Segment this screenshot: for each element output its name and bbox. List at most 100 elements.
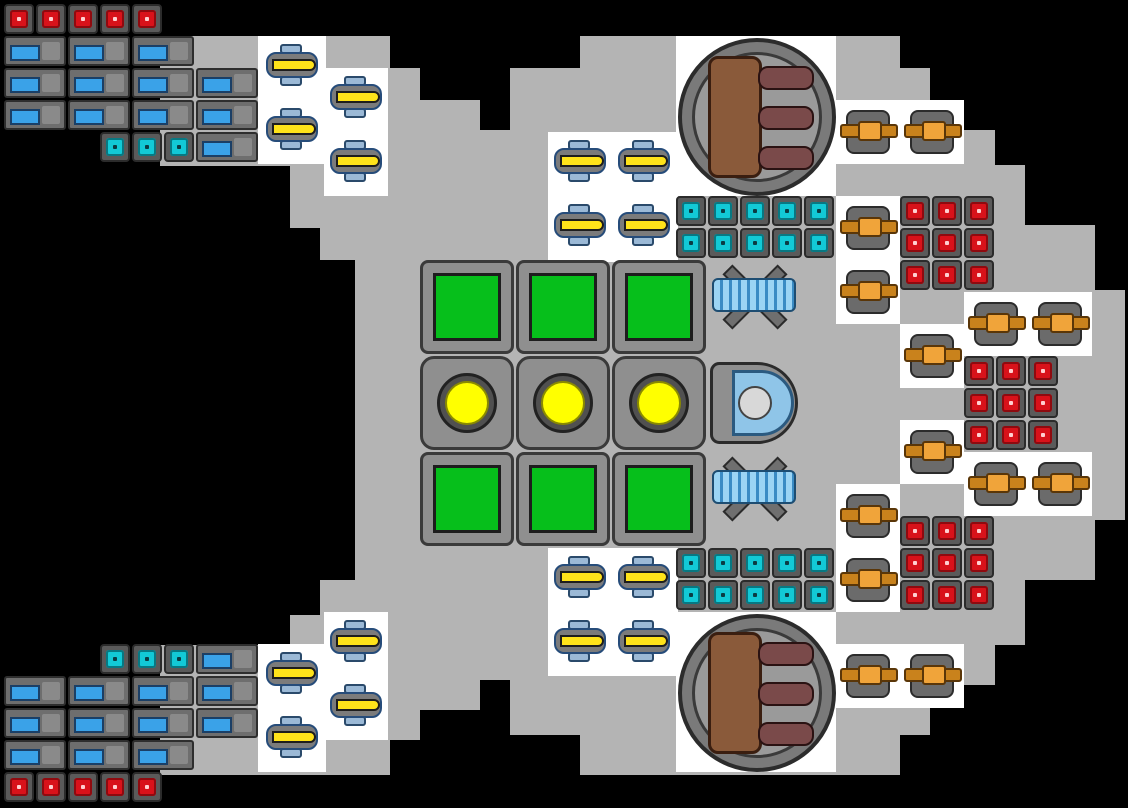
red-ammo-icon[interactable] (964, 228, 994, 258)
red-ammo-icon[interactable] (932, 580, 962, 610)
battery-icon[interactable] (196, 68, 258, 98)
red-ammo-icon[interactable] (4, 4, 34, 34)
cannon-icon[interactable] (838, 200, 898, 256)
missile-launcher-icon[interactable] (550, 616, 610, 666)
red-ammo-icon[interactable] (900, 548, 930, 578)
red-ammo-icon[interactable] (900, 228, 930, 258)
red-ammo-icon[interactable] (36, 4, 66, 34)
battery-icon[interactable] (4, 36, 66, 66)
battery-icon[interactable] (4, 708, 66, 738)
drive-icon[interactable] (708, 456, 802, 522)
generator-icon[interactable] (612, 452, 706, 546)
cyan-ammo-icon[interactable] (676, 580, 706, 610)
red-ammo-icon[interactable] (964, 548, 994, 578)
cyan-ammo-icon[interactable] (740, 548, 770, 578)
cyan-ammo-icon[interactable] (740, 228, 770, 258)
cyan-ammo-icon[interactable] (772, 228, 802, 258)
cannon-icon[interactable] (1030, 456, 1090, 512)
red-ammo-icon[interactable] (132, 4, 162, 34)
generator-icon[interactable] (516, 452, 610, 546)
red-ammo-icon[interactable] (100, 4, 130, 34)
battery-icon[interactable] (68, 708, 130, 738)
cyan-ammo-icon[interactable] (740, 580, 770, 610)
red-ammo-icon[interactable] (932, 196, 962, 226)
red-ammo-icon[interactable] (964, 420, 994, 450)
cockpit-icon[interactable] (708, 356, 802, 450)
cyan-ammo-icon[interactable] (740, 196, 770, 226)
generator-icon[interactable] (612, 260, 706, 354)
battery-icon[interactable] (196, 644, 258, 674)
cyan-ammo-icon[interactable] (132, 644, 162, 674)
cyan-ammo-icon[interactable] (100, 132, 130, 162)
red-ammo-icon[interactable] (932, 260, 962, 290)
cyan-ammo-icon[interactable] (804, 196, 834, 226)
missile-launcher-icon[interactable] (326, 136, 386, 186)
cyan-ammo-icon[interactable] (676, 548, 706, 578)
red-ammo-icon[interactable] (932, 228, 962, 258)
red-ammo-icon[interactable] (996, 356, 1026, 386)
red-ammo-icon[interactable] (996, 388, 1026, 418)
turret-icon[interactable] (678, 614, 836, 772)
cannon-icon[interactable] (838, 104, 898, 160)
red-ammo-icon[interactable] (100, 772, 130, 802)
drive-icon[interactable] (708, 264, 802, 330)
cyan-ammo-icon[interactable] (708, 580, 738, 610)
battery-icon[interactable] (196, 100, 258, 130)
missile-launcher-icon[interactable] (262, 40, 322, 90)
cyan-ammo-icon[interactable] (772, 196, 802, 226)
battery-icon[interactable] (4, 740, 66, 770)
missile-launcher-icon[interactable] (614, 616, 674, 666)
battery-icon[interactable] (68, 740, 130, 770)
red-ammo-icon[interactable] (1028, 356, 1058, 386)
cannon-icon[interactable] (902, 328, 962, 384)
cyan-ammo-icon[interactable] (804, 580, 834, 610)
battery-icon[interactable] (132, 708, 194, 738)
battery-icon[interactable] (132, 100, 194, 130)
battery-icon[interactable] (68, 100, 130, 130)
battery-icon[interactable] (4, 676, 66, 706)
cyan-ammo-icon[interactable] (100, 644, 130, 674)
missile-launcher-icon[interactable] (614, 136, 674, 186)
cyan-ammo-icon[interactable] (708, 548, 738, 578)
generator-icon[interactable] (420, 452, 514, 546)
cannon-icon[interactable] (902, 648, 962, 704)
cannon-icon[interactable] (838, 648, 898, 704)
cannon-icon[interactable] (838, 488, 898, 544)
cyan-ammo-icon[interactable] (164, 644, 194, 674)
red-ammo-icon[interactable] (964, 580, 994, 610)
battery-icon[interactable] (132, 676, 194, 706)
red-ammo-icon[interactable] (932, 548, 962, 578)
red-ammo-icon[interactable] (900, 260, 930, 290)
red-ammo-icon[interactable] (932, 516, 962, 546)
battery-icon[interactable] (68, 68, 130, 98)
red-ammo-icon[interactable] (1028, 420, 1058, 450)
cannon-icon[interactable] (902, 424, 962, 480)
cannon-icon[interactable] (966, 456, 1026, 512)
battery-icon[interactable] (196, 708, 258, 738)
cannon-icon[interactable] (1030, 296, 1090, 352)
cyan-ammo-icon[interactable] (708, 196, 738, 226)
red-ammo-icon[interactable] (1028, 388, 1058, 418)
battery-icon[interactable] (132, 68, 194, 98)
reactor-icon[interactable] (516, 356, 610, 450)
cannon-icon[interactable] (966, 296, 1026, 352)
missile-launcher-icon[interactable] (614, 552, 674, 602)
cyan-ammo-icon[interactable] (804, 548, 834, 578)
missile-launcher-icon[interactable] (550, 552, 610, 602)
red-ammo-icon[interactable] (964, 356, 994, 386)
red-ammo-icon[interactable] (68, 772, 98, 802)
cannon-icon[interactable] (838, 552, 898, 608)
missile-launcher-icon[interactable] (550, 200, 610, 250)
cyan-ammo-icon[interactable] (708, 228, 738, 258)
red-ammo-icon[interactable] (36, 772, 66, 802)
battery-icon[interactable] (196, 676, 258, 706)
cyan-ammo-icon[interactable] (164, 132, 194, 162)
cyan-ammo-icon[interactable] (132, 132, 162, 162)
missile-launcher-icon[interactable] (614, 200, 674, 250)
red-ammo-icon[interactable] (964, 388, 994, 418)
cannon-icon[interactable] (838, 264, 898, 320)
cyan-ammo-icon[interactable] (676, 228, 706, 258)
missile-launcher-icon[interactable] (326, 616, 386, 666)
red-ammo-icon[interactable] (68, 4, 98, 34)
red-ammo-icon[interactable] (900, 580, 930, 610)
